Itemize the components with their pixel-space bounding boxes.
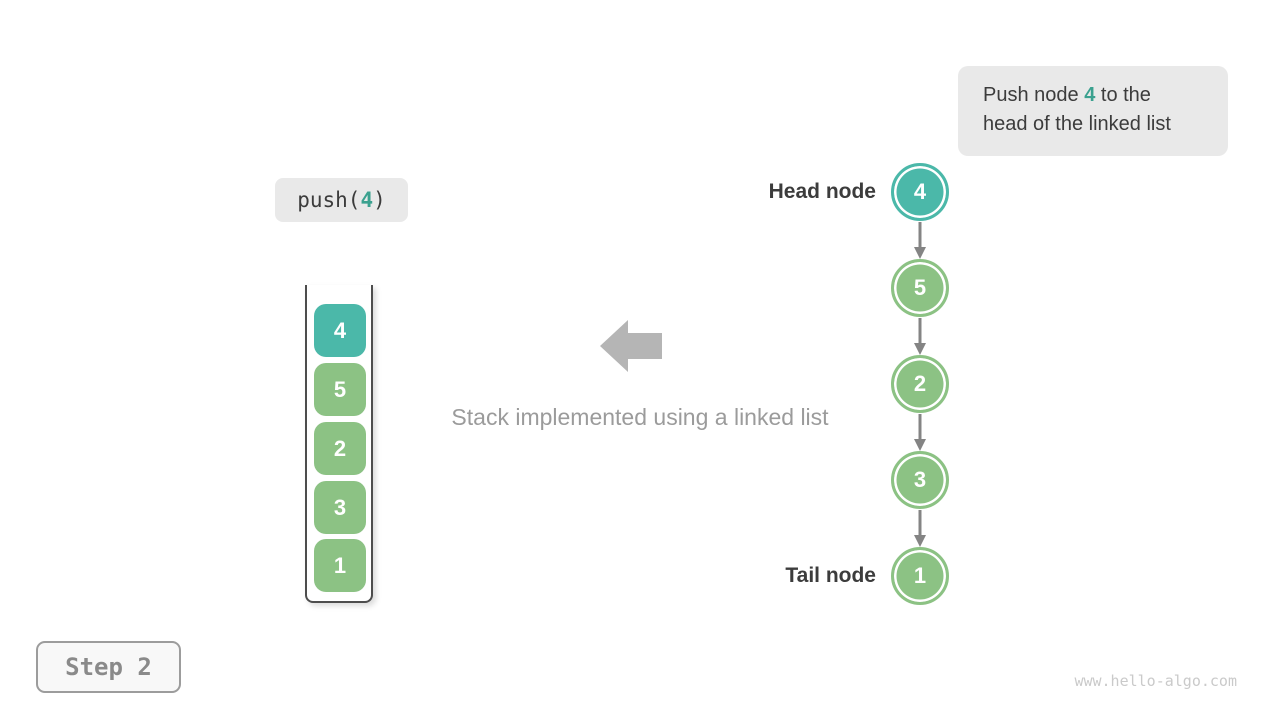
code-post: ) <box>373 188 386 212</box>
node-value: 3 <box>913 467 927 492</box>
left-block-arrow-icon <box>600 320 662 372</box>
down-arrow-icon <box>914 414 926 451</box>
node-value: 1 <box>913 563 927 588</box>
linked-list-node: 5 <box>891 259 949 317</box>
code-accent-value: 4 <box>360 188 374 212</box>
down-arrow-icon <box>914 510 926 547</box>
annotation-text-line1-post: to the <box>1095 84 1151 106</box>
down-arrow-icon <box>914 222 926 259</box>
linked-list-node: 3 <box>891 451 949 509</box>
down-arrow-icon <box>914 318 926 355</box>
caption-text: Stack implemented using a linked list <box>451 404 829 430</box>
watermark-text: www.hello-algo.com <box>1074 672 1237 690</box>
node-value: 5 <box>913 275 927 300</box>
push-code-label: push(4) <box>275 178 408 222</box>
stack-container: 4 5 2 3 1 <box>305 285 373 603</box>
linked-list-node: 1 <box>891 547 949 605</box>
linked-list-node: 4 <box>891 163 949 221</box>
stack-item: 3 <box>314 481 366 534</box>
annotation-text-line1-pre: Push node <box>983 84 1085 106</box>
stack-item: 2 <box>314 422 366 475</box>
stack-item-value: 3 <box>333 494 347 520</box>
node-value: 2 <box>913 371 927 396</box>
code-pre: push( <box>297 188 361 212</box>
stack-item: 1 <box>314 539 366 592</box>
annotation-text-line2: head of the linked list <box>983 113 1171 135</box>
head-node-label: Head node <box>768 180 876 203</box>
stack-item-value: 1 <box>333 552 347 578</box>
stack-item: 4 <box>314 304 366 357</box>
stack-item-value: 5 <box>333 376 347 402</box>
node-value: 4 <box>913 179 927 204</box>
stack-item: 5 <box>314 363 366 416</box>
step-label: Step 2 <box>65 653 152 681</box>
annotation-box: Push node 4 to the head of the linked li… <box>958 66 1228 156</box>
tail-node-label: Tail node <box>785 564 876 587</box>
stack-item-value: 2 <box>333 435 347 461</box>
step-badge: Step 2 <box>36 641 181 693</box>
linked-list-node: 2 <box>891 355 949 413</box>
stack-item-value: 4 <box>333 317 347 343</box>
annotation-accent-value: 4 <box>1084 84 1096 106</box>
